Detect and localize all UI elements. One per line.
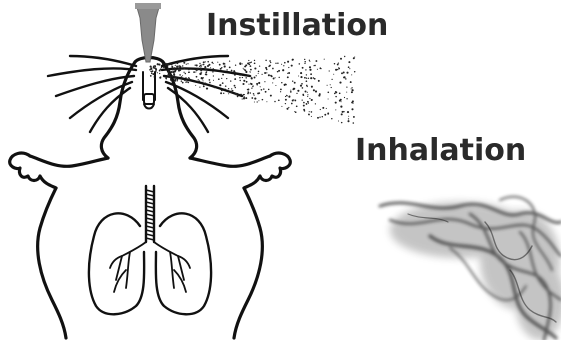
pipette-icon [135, 3, 161, 62]
mouse-snout-icon [143, 72, 155, 109]
smoke-plume-icon [380, 197, 561, 340]
instillation-label: Instillation [206, 11, 388, 41]
mouse-outline-icon [10, 58, 291, 339]
inhalation-label: Inhalation [355, 136, 526, 166]
lungs-icon [89, 186, 211, 314]
